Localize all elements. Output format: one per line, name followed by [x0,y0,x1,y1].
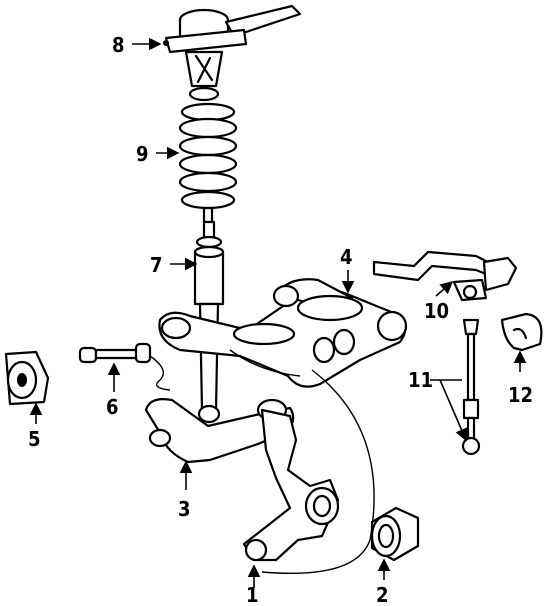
upper-mount-part [163,4,302,102]
stabilizer-bar-part [372,250,518,302]
callout-1: 1 [246,583,259,606]
wheel-bearing-part [370,506,420,562]
crossmember-part [158,278,408,388]
control-arm-bushing-part [4,350,50,406]
stabilizer-bushing-part [500,312,543,352]
callout-3: 3 [178,497,191,521]
callout-4: 4 [340,245,353,269]
end-link-part [78,342,171,391]
callout-9: 9 [136,142,149,166]
callout-8: 8 [112,33,125,57]
coil-spring-part [178,102,238,224]
callout-12: 12 [508,383,533,407]
lower-control-arm-part [144,398,295,464]
callout-5: 5 [28,427,41,451]
callout-2: 2 [376,583,389,606]
callout-6: 6 [106,395,119,419]
callout-11: 11 [408,368,433,392]
shock-absorber-part [193,220,225,424]
stabilizer-link-part [461,318,481,456]
steering-knuckle-part [242,369,375,575]
callout-7: 7 [150,253,163,277]
callout-10: 10 [424,299,449,323]
